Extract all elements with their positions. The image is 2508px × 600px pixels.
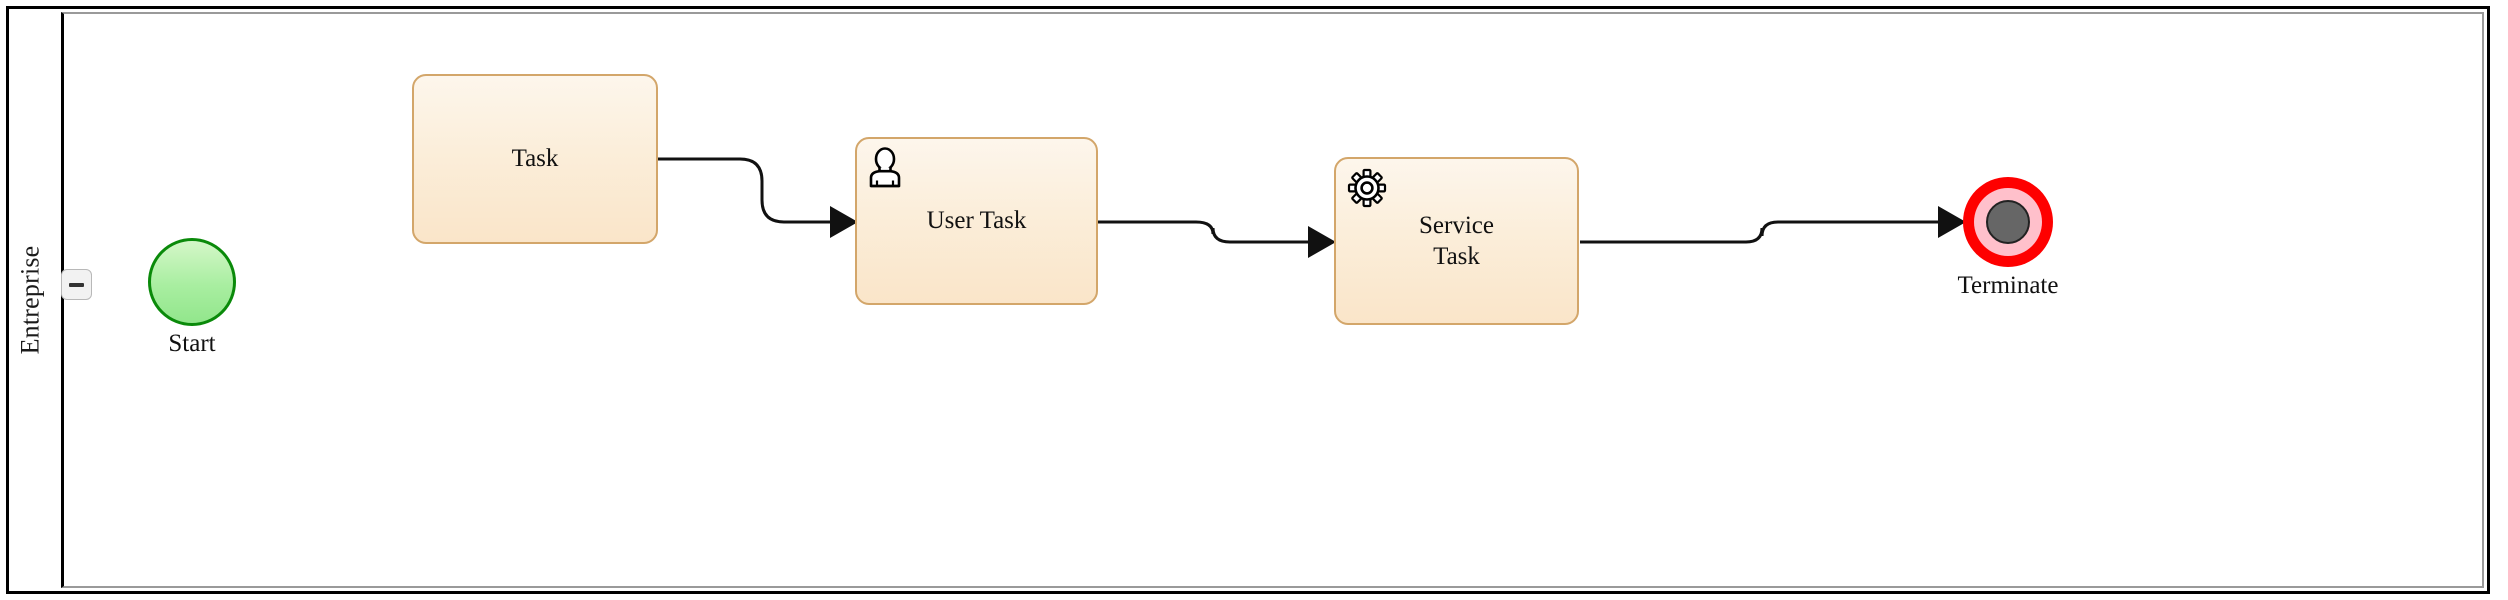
activity-user-task-label: User Task (926, 207, 1027, 235)
activity-task-label: Task (511, 145, 559, 173)
activity-task[interactable]: Task (412, 74, 658, 244)
lane-label: Entreprise (15, 245, 45, 355)
user-icon (869, 147, 901, 188)
lane-collapse-button[interactable] (61, 269, 92, 300)
terminate-core-icon (1986, 200, 2030, 244)
lane-header: Entreprise (6, 6, 55, 594)
gear-icon (1347, 168, 1387, 208)
start-event-label: Start (168, 330, 216, 357)
terminate-end-event-label: Terminate (1957, 272, 2059, 299)
activity-service-task-label: Service Task (1419, 211, 1494, 270)
start-event[interactable] (148, 238, 236, 326)
minus-icon (69, 282, 84, 287)
activity-user-task[interactable]: User Task (855, 137, 1098, 305)
terminate-end-event[interactable] (1963, 177, 2053, 267)
process-pool (6, 6, 2490, 594)
activity-service-task[interactable]: Service Task (1334, 157, 1579, 325)
